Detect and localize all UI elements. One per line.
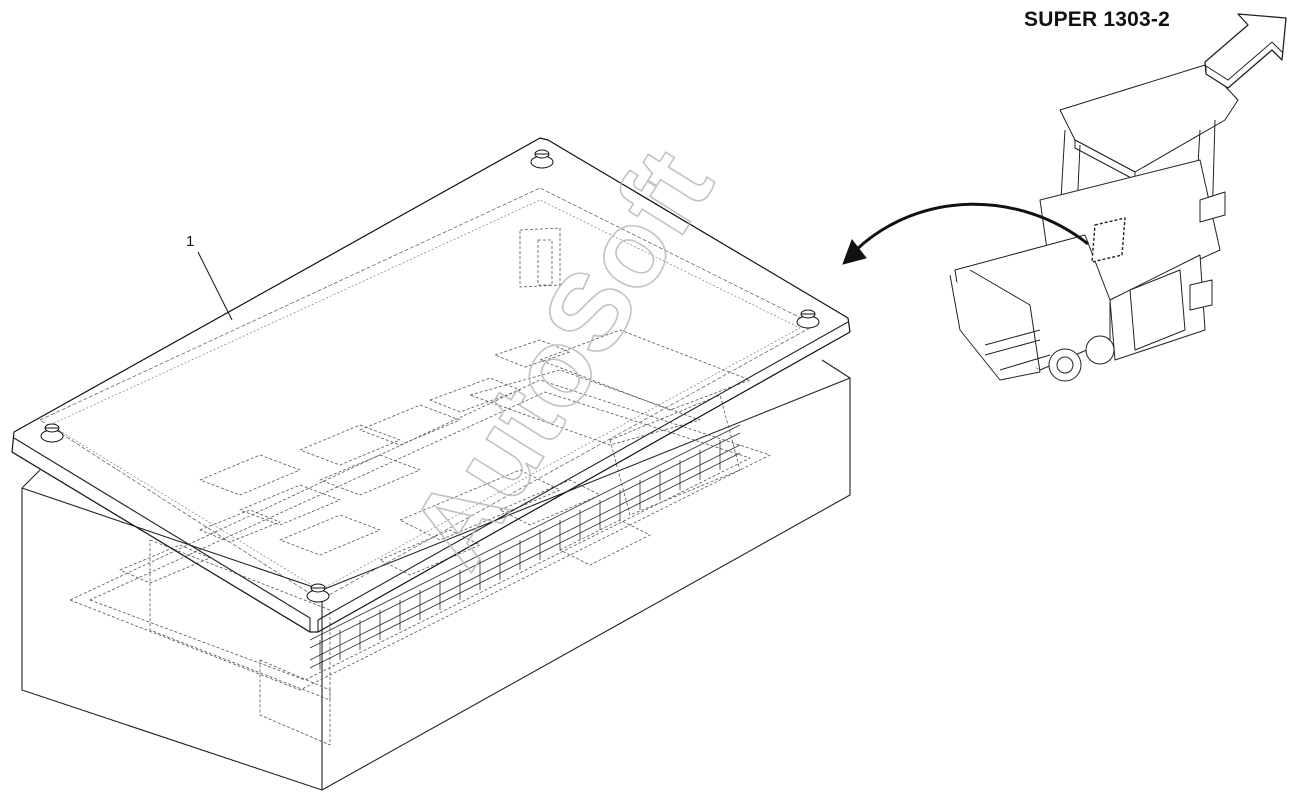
lid-screws xyxy=(40,149,820,603)
box-body xyxy=(21,359,851,791)
paver-machine xyxy=(949,64,1239,382)
callout-1: 1 xyxy=(186,233,233,321)
control-box xyxy=(11,137,851,791)
locator-arrow xyxy=(842,202,1089,265)
screw-bottom xyxy=(306,583,330,603)
view-direction-arrow xyxy=(1204,13,1287,89)
callout-label: 1 xyxy=(186,233,194,250)
internal-components xyxy=(69,227,771,746)
model-title: SUPER 1303-2 xyxy=(1024,8,1170,31)
screw-top xyxy=(530,149,554,169)
terminal-strip xyxy=(309,424,741,670)
screw-right xyxy=(796,309,820,329)
callout-leader-line xyxy=(197,251,233,321)
screw-left xyxy=(40,423,64,443)
